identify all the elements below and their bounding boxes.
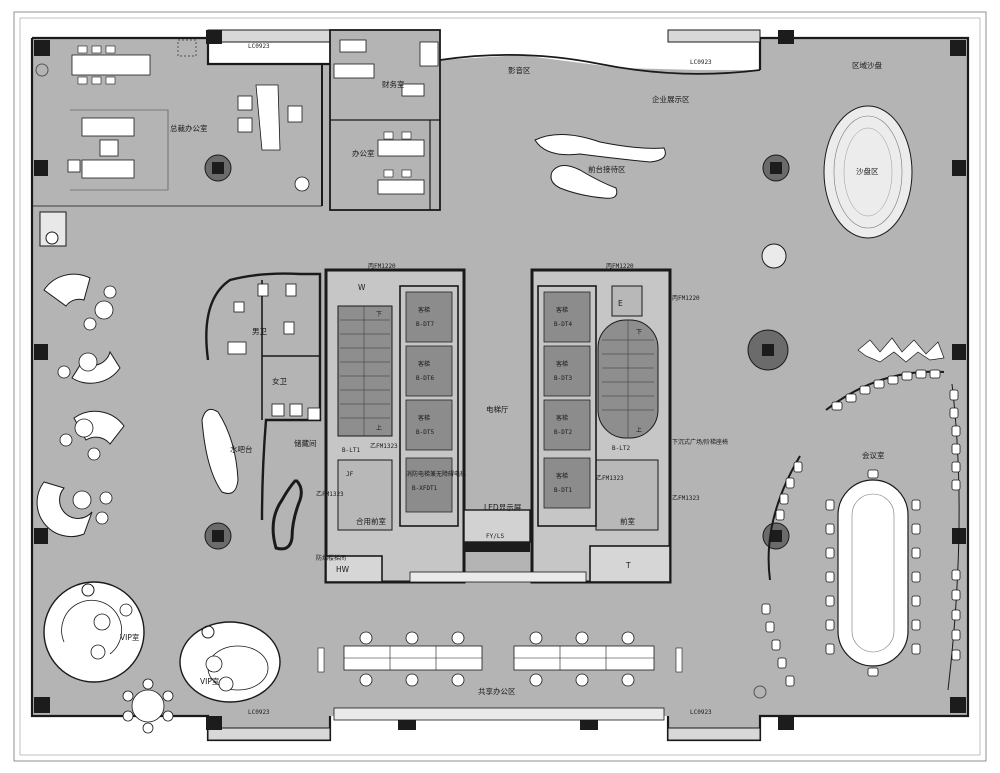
vip-room-1-label: VIP室 — [120, 632, 140, 642]
svg-text:B-DT5: B-DT5 — [416, 429, 434, 436]
svg-text:客梯: 客梯 — [556, 472, 568, 480]
elevator-right-4: 客梯 B-DT1 — [543, 457, 591, 509]
right-stair-down: 下 — [636, 329, 642, 336]
left-stair-down: 下 — [376, 311, 382, 318]
svg-text:B-DT6: B-DT6 — [416, 375, 434, 382]
wc-block: 男卫 女卫 水吧台 储藏间 — [201, 272, 322, 551]
svg-text:B-DT2: B-DT2 — [554, 429, 572, 436]
hw-label: HW — [336, 565, 350, 574]
fy-tag: FY/LS — [486, 533, 504, 540]
lc-tr: LC0923 — [690, 59, 712, 66]
finance-office-block: 财务室 办公室 — [329, 29, 441, 211]
outer-wall — [32, 36, 330, 66]
svg-text:客梯: 客梯 — [556, 414, 568, 422]
lc-br: LC0923 — [690, 709, 712, 716]
elevator-left-4: 消防电梯兼无障碍电梯 B-XFDT1 — [405, 457, 466, 513]
zfm-right-2: 乙FM1323 — [672, 495, 700, 502]
svg-text:客梯: 客梯 — [418, 306, 430, 314]
core-right-e: E — [618, 299, 623, 308]
left-jf-tag: JF — [346, 471, 354, 478]
shared-office: 共享办公区 — [317, 571, 683, 721]
female-wc-label: 女卫 — [272, 376, 287, 386]
zfm-left-2: 乙FM1323 — [316, 491, 344, 498]
core-left-w: W — [358, 283, 366, 292]
led-label: LED显示屏 — [484, 503, 522, 512]
right-stair-up: 上 — [636, 426, 642, 434]
window-band-tl — [207, 29, 331, 43]
lc-bl: LC0923 — [248, 709, 270, 716]
left-stair-code: B-LT1 — [342, 447, 360, 454]
left-lounges — [36, 211, 125, 538]
water-bar-label: 水吧台 — [230, 444, 253, 454]
outer-frame — [13, 11, 987, 762]
door-tags: 丙FM1220 丙FM1220 丙FM1220 乙FM1323 乙FM1323 … — [248, 43, 712, 716]
fm-right-tag: 丙FM1220 — [606, 263, 634, 270]
fm-right-side-tag: 丙FM1220 — [672, 295, 700, 302]
elevator-lobby: 电梯厅 LED显示屏 FY/LS — [463, 404, 531, 552]
exhibition-zone: 影音区 企业展示区 前台接待区 区域沙盘 沙盘区 — [508, 60, 945, 363]
finance-room-label: 财务室 — [382, 79, 405, 89]
storage-label: 储藏间 — [294, 438, 317, 448]
office-room-label: 办公室 — [352, 148, 375, 158]
ceo-office-label: 总裁办公室 — [170, 123, 208, 133]
svg-text:客梯: 客梯 — [556, 306, 568, 314]
window-band-br — [667, 727, 761, 741]
vip-rooms: VIP室 VIP室 — [43, 581, 281, 734]
t-label: T — [625, 561, 631, 570]
exhibition-label: 企业展示区 — [652, 94, 690, 104]
svg-text:消防电梯兼无障碍电梯: 消防电梯兼无障碍电梯 — [406, 470, 466, 478]
left-stair-up: 上 — [376, 424, 382, 432]
svg-text:B-DT4: B-DT4 — [554, 321, 572, 328]
elevator-left-3: 客梯 B-DT5 — [405, 399, 453, 451]
meeting-room: 会议室 — [753, 369, 961, 699]
left-elevators: 客梯 B-DT7 客梯 B-DT6 客梯 B-DT5 消防电梯兼无障碍电梯 B-… — [405, 291, 466, 513]
svg-text:客梯: 客梯 — [418, 360, 430, 368]
av-curved-wall — [439, 53, 761, 75]
core-right-room-label: 前室 — [620, 516, 635, 526]
round-columns — [204, 154, 790, 550]
elevator-right-3: 客梯 B-DT2 — [543, 399, 591, 451]
reception-label: 前台接待区 — [588, 164, 626, 174]
zfm-left-1: 乙FM1323 — [370, 443, 398, 450]
meeting-room-label: 会议室 — [862, 450, 885, 460]
floor-area — [32, 30, 968, 740]
right-stair-code: B-LT2 — [612, 445, 630, 452]
male-wc-label: 男卫 — [252, 327, 267, 336]
elevator-right-1: 客梯 B-DT4 — [543, 291, 591, 343]
lobby-label: 电梯厅 — [486, 404, 509, 414]
sand-table-label: 沙盘区 — [856, 166, 879, 176]
lc-tl: LC0923 — [248, 43, 270, 50]
ceo-office: 总裁办公室 — [32, 39, 323, 207]
vip-room-2-label: VIP室 — [200, 676, 220, 686]
right-elevators: 客梯 B-DT4 客梯 B-DT3 客梯 B-DT2 客梯 B-DT1 — [543, 291, 591, 509]
outer-frame-inner — [19, 17, 981, 756]
shared-office-label: 共享办公区 — [478, 686, 516, 696]
elevator-left-2: 客梯 B-DT6 — [405, 345, 453, 397]
elevator-left-1: 客梯 B-DT7 — [405, 291, 453, 343]
svg-text:B-DT3: B-DT3 — [554, 375, 572, 382]
window-band-tr — [667, 29, 761, 43]
svg-text:客梯: 客梯 — [418, 414, 430, 422]
core-left-jf-label: 合用前室 — [356, 516, 386, 526]
svg-text:B-XFDT1: B-XFDT1 — [412, 485, 438, 492]
av-zone-label: 影音区 — [508, 65, 531, 75]
right-stair-note: 下沉式广场/阶梯座椅 — [672, 438, 728, 446]
svg-text:客梯: 客梯 — [556, 360, 568, 368]
sand-table-zone-label: 区域沙盘 — [852, 60, 882, 70]
left-stair-note: 防烟楼梯间 — [316, 554, 346, 562]
window-band-bl — [207, 727, 331, 741]
zfm-right-1: 乙FM1323 — [596, 475, 624, 482]
svg-text:B-DT1: B-DT1 — [554, 487, 572, 494]
elevator-right-2: 客梯 B-DT3 — [543, 345, 591, 397]
fm-left-tag: 丙FM1220 — [368, 263, 396, 270]
svg-text:B-DT7: B-DT7 — [416, 321, 434, 328]
